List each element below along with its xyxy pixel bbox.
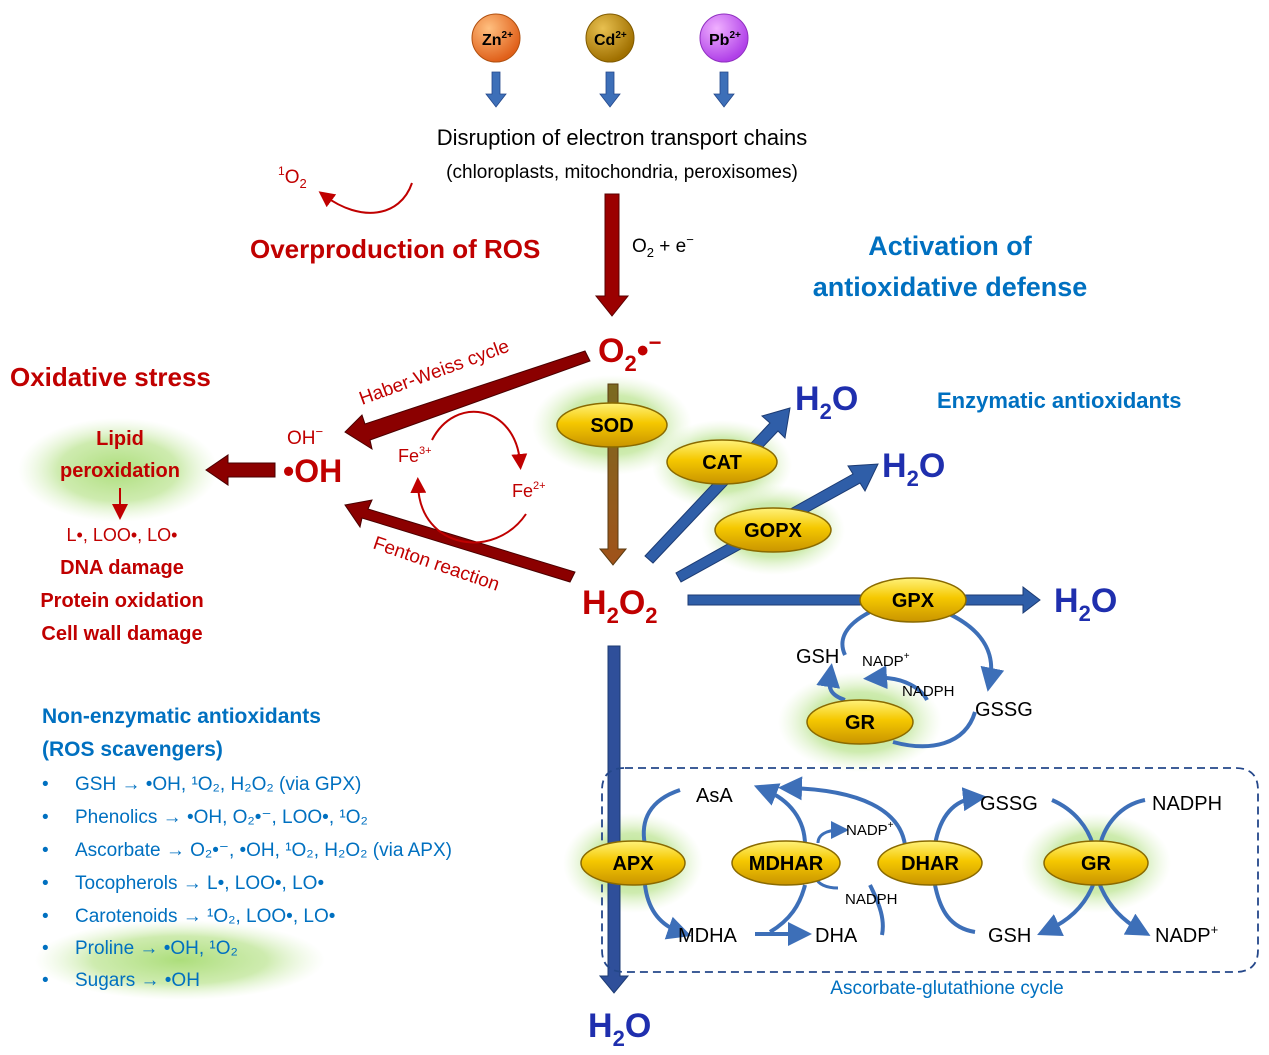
svg-text:Pb2+: Pb2+ <box>709 30 741 49</box>
radicals-label: L•, LOO•, LO• <box>67 525 178 545</box>
metal-cd: Cd2+ <box>585 13 635 63</box>
list-bullet: • <box>42 938 49 959</box>
asc-asa-label: AsA <box>696 785 733 807</box>
svg-text:GOPX: GOPX <box>744 520 802 542</box>
protein-oxidation-label: Protein oxidation <box>40 590 203 612</box>
water-apx: H2O <box>588 1007 651 1051</box>
list-bullet: • <box>42 774 49 795</box>
list-item: Proline → •OH, ¹O₂ <box>75 938 238 959</box>
oxidative-stress-label: Oxidative stress <box>10 362 211 392</box>
gpx-nadp-label: NADP+ <box>862 651 910 670</box>
fe2-label: Fe2+ <box>512 480 546 501</box>
haber-weiss-label: Haber-Weiss cycle <box>357 336 513 410</box>
cell-wall-damage-label: Cell wall damage <box>41 623 202 645</box>
gpx-gsh-label: GSH <box>796 646 839 668</box>
asc-cycle-box <box>601 767 1259 973</box>
list-item: Phenolics → •OH, O₂•⁻, LOO•, ¹O₂ <box>75 807 368 828</box>
water-gopx: H2O <box>882 447 945 491</box>
asc-nadp-label-right: NADP+ <box>1155 922 1218 947</box>
enzyme-sod: SOD <box>556 402 668 448</box>
list-bullet: • <box>42 807 49 828</box>
asc-cycle-arrows <box>641 776 1151 946</box>
activation-line1: Activation of <box>868 231 1033 261</box>
asc-nadp-label: NADP+ <box>846 820 894 839</box>
list-item: GSH → •OH, ¹O₂, H₂O₂ (via GPX) <box>75 774 361 795</box>
haber-weiss-arrow <box>344 350 591 451</box>
non-enzymatic-heading2: (ROS scavengers) <box>42 738 223 761</box>
list-item: Ascorbate → O₂•⁻, •OH, ¹O₂, H₂O₂ (via AP… <box>75 840 452 861</box>
svg-text:GR: GR <box>845 712 876 734</box>
o2-electron-label: O2 + e− <box>632 232 694 260</box>
svg-text:DHAR: DHAR <box>901 853 959 875</box>
metal-pb: Pb2+ <box>699 13 749 63</box>
svg-text:SOD: SOD <box>590 415 633 437</box>
enzyme-apx: APX <box>580 840 686 886</box>
ros-down-arrow <box>594 193 630 317</box>
water-cat: H2O <box>795 380 858 424</box>
svg-text:APX: APX <box>612 853 654 875</box>
list-item: Sugars → •OH <box>75 970 200 991</box>
asc-gsh-label: GSH <box>988 925 1031 947</box>
fe3-label: Fe3+ <box>398 445 432 466</box>
hydroxyl-radical-label: •OH <box>283 453 342 489</box>
enzyme-gr-cycle: GR <box>1043 840 1149 886</box>
asc-gssg-label: GSSG <box>980 793 1038 815</box>
svg-text:Zn2+: Zn2+ <box>482 30 513 49</box>
asc-nadph-label: NADPH <box>1152 793 1222 815</box>
h2o2-label: H2O2 <box>582 584 658 628</box>
metal-zn: Zn2+ <box>471 13 521 63</box>
overproduction-label: Overproduction of ROS <box>250 234 540 264</box>
asc-dha-label: DHA <box>815 925 858 947</box>
apx-arrow <box>598 645 630 994</box>
oh-to-lipid-arrow <box>205 454 276 486</box>
list-bullet: • <box>42 873 49 894</box>
water-gpx: H2O <box>1054 582 1117 626</box>
metal-arrows <box>485 71 735 108</box>
fe3-to-fe2-arrow <box>431 411 528 470</box>
gpx-cycle-arrows <box>816 610 1005 749</box>
superoxide-label: O2•− <box>598 330 661 376</box>
list-bullet: • <box>42 906 49 927</box>
lipid-line2: peroxidation <box>60 460 180 482</box>
singlet-oxygen-arrow <box>318 182 413 214</box>
list-item: Carotenoids → ¹O₂, LOO•, LO• <box>75 906 335 927</box>
fe2-to-fe3-arrow <box>410 477 527 544</box>
enzymatic-heading: Enzymatic antioxidants <box>937 388 1182 413</box>
lipid-line1: Lipid <box>96 428 144 450</box>
disruption-line1: Disruption of electron transport chains <box>437 125 808 150</box>
list-bullet: • <box>42 970 49 991</box>
svg-text:GPX: GPX <box>892 590 935 612</box>
list-bullet: • <box>42 840 49 861</box>
svg-text:MDHAR: MDHAR <box>749 853 824 875</box>
hydroxide-label: OH− <box>287 424 323 449</box>
enzyme-cat: CAT <box>666 439 778 485</box>
singlet-oxygen-label: 1O2 <box>278 164 307 191</box>
asc-mdha-label: MDHA <box>678 925 738 947</box>
asc-nadph-small-label: NADPH <box>845 891 898 908</box>
enzyme-mdhar: MDHAR <box>731 840 841 886</box>
svg-text:Cd2+: Cd2+ <box>594 30 627 49</box>
list-item: Tocopherols → L•, LOO•, LO• <box>75 873 324 894</box>
enzyme-gr: GR <box>806 699 914 745</box>
svg-text:CAT: CAT <box>702 452 742 474</box>
disruption-line2: (chloroplasts, mitochondria, peroxisomes… <box>446 162 798 183</box>
non-enzymatic-heading1: Non-enzymatic antioxidants <box>42 705 321 728</box>
enzyme-gpx: GPX <box>859 577 967 623</box>
gpx-nadph-label: NADPH <box>902 683 955 700</box>
enzyme-dhar: DHAR <box>877 840 983 886</box>
enzyme-gopx: GOPX <box>714 507 832 553</box>
asc-cycle-title: Ascorbate-glutathione cycle <box>830 978 1063 999</box>
dna-damage-label: DNA damage <box>60 557 184 579</box>
svg-text:GR: GR <box>1081 853 1112 875</box>
gpx-gssg-label: GSSG <box>975 699 1033 721</box>
activation-line2: antioxidative defense <box>813 272 1088 302</box>
non-enzymatic-list: • GSH → •OH, ¹O₂, H₂O₂ (via GPX) • Pheno… <box>42 774 452 991</box>
